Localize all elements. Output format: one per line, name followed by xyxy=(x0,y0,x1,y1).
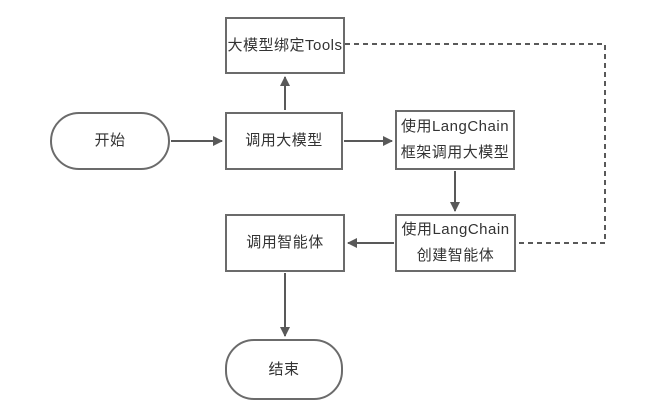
node-langchain-agent: 使用LangChain 创建智能体 xyxy=(395,214,516,272)
node-call-llm-label: 调用大模型 xyxy=(245,132,323,149)
node-langchain-agent-line1: 使用LangChain xyxy=(401,221,510,238)
node-langchain-call-line2: 框架调用大模型 xyxy=(400,144,510,161)
node-langchain-call-line1: 使用LangChain xyxy=(400,118,510,135)
edge-bind-tools-to-langchain-agent-dashed xyxy=(345,43,606,244)
node-start: 开始 xyxy=(50,112,170,170)
node-bind-tools-label: 大模型绑定Tools xyxy=(227,36,343,54)
node-start-label: 开始 xyxy=(94,132,126,149)
node-langchain-call: 使用LangChain 框架调用大模型 xyxy=(395,110,515,170)
node-bind-tools: 大模型绑定Tools xyxy=(225,17,345,74)
node-call-agent: 调用智能体 xyxy=(225,214,345,272)
node-end: 结束 xyxy=(225,339,343,400)
node-call-agent-label: 调用智能体 xyxy=(246,234,324,251)
node-langchain-agent-line2: 创建智能体 xyxy=(416,247,495,264)
node-end-label: 结束 xyxy=(268,360,300,378)
node-call-llm: 调用大模型 xyxy=(225,112,343,170)
